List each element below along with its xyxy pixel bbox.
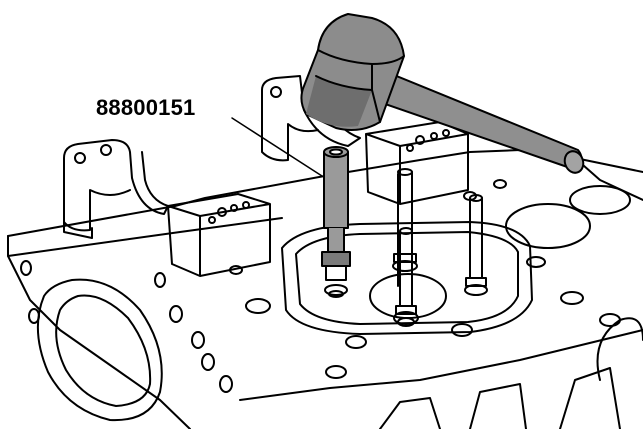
left-block-hole-2 [230, 204, 238, 212]
front-bolt [219, 375, 233, 393]
valve-spring-seat [392, 260, 418, 272]
front-lower-edge [239, 329, 643, 401]
deck-hole [493, 179, 507, 189]
rear-port [569, 185, 631, 215]
callout-leader [231, 117, 323, 177]
valve-stem-seal [321, 251, 351, 267]
hammer-icon [300, 13, 585, 174]
left-cap-bolt-hole-2 [100, 144, 112, 156]
hammer-handle-end [563, 150, 585, 174]
right-cap-bolt-hole [270, 86, 282, 98]
right-block-hole-3 [442, 129, 450, 137]
valve-stem [469, 197, 483, 279]
front-face-left-bore-inner [55, 294, 152, 407]
deck-hole [245, 298, 271, 314]
right-tappet-block [365, 121, 469, 205]
head-deck-lower-edge [7, 217, 283, 257]
left-block-hole-4 [208, 216, 216, 224]
left-cam-bearing-cap [63, 139, 169, 232]
front-bolt [28, 308, 40, 324]
valve-stem-tip [399, 227, 413, 235]
right-block-hole-4 [406, 144, 414, 152]
front-bolt [169, 305, 183, 323]
valve-guide-seat [324, 284, 348, 296]
deck-hole [451, 323, 473, 337]
right-block-hole-1 [415, 135, 425, 145]
valve-spring-seat [393, 311, 419, 325]
left-block-hole-3 [242, 201, 250, 209]
valve-collar [465, 277, 487, 287]
part-number-callout: 88800151 [96, 95, 196, 120]
left-block-hole-1 [217, 207, 227, 217]
front-bolt [20, 260, 32, 276]
front-bolt [201, 353, 215, 371]
valve-stem [399, 231, 413, 307]
seal-installer-tool [321, 146, 351, 281]
valve-guide-seat-inner [328, 290, 344, 298]
right-block-hole-2 [430, 132, 438, 140]
left-tappet-block [167, 193, 271, 277]
valve-stem-tip [469, 194, 483, 202]
valve-spring-seat-inner [397, 317, 415, 327]
valve-collar [393, 253, 417, 263]
left-cap-bolt-hole [74, 152, 86, 164]
front-lower-detail [379, 367, 621, 429]
valve-spring-seat [464, 284, 488, 296]
deck-hole [526, 256, 546, 268]
deck-hole [345, 335, 367, 349]
deck-hole [325, 365, 347, 379]
deck-hole [229, 265, 243, 275]
right-port [505, 203, 591, 249]
front-face-left-bore [36, 278, 163, 422]
deck-hole [599, 313, 621, 327]
left-cap-face [63, 221, 93, 239]
front-bolt [154, 272, 166, 288]
valve-stem-tip [397, 168, 413, 176]
front-bolt [191, 331, 205, 349]
front-right-bore [596, 317, 643, 381]
deck-hole [560, 291, 584, 305]
